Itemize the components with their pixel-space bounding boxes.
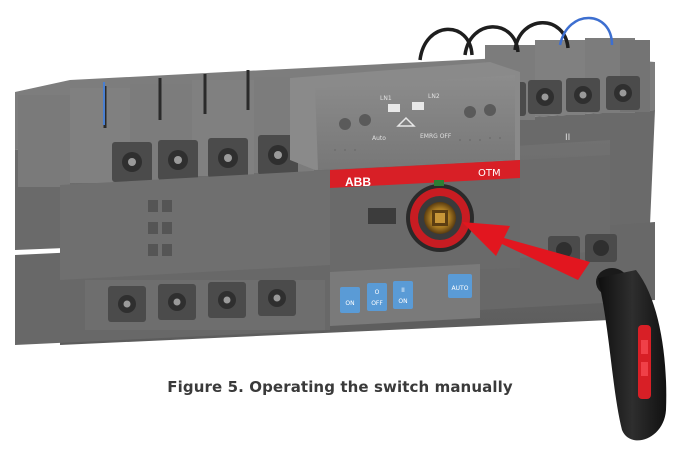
emrg-off-label: EMRG OFF <box>420 133 452 140</box>
otm-model-label: OTM <box>478 168 501 179</box>
terminal-marker-right: II <box>565 133 570 143</box>
off-button-label: OFF <box>371 300 383 307</box>
on-button-2-symbol: II <box>401 287 405 294</box>
auto-panel-label: Auto <box>372 135 386 142</box>
handle-slot <box>368 208 396 224</box>
rotary-handle-socket[interactable] <box>406 180 474 252</box>
bottom-terminals <box>85 234 617 330</box>
on-button-1-label: ON <box>345 300 354 307</box>
ln2-label: LN2 <box>428 93 440 100</box>
ln1-label: LN1 <box>380 95 392 102</box>
insert-direction-arrow <box>462 222 590 280</box>
off-button[interactable]: O OFF <box>367 283 387 311</box>
auto-button-label: AUTO <box>452 285 469 292</box>
position-indicator-icon <box>434 180 444 186</box>
left-front-panel <box>60 170 330 280</box>
off-button-symbol: O <box>375 289 380 296</box>
abb-logo: ABB <box>345 175 371 189</box>
on-button-2-label: ON <box>398 298 407 305</box>
right-front-panel <box>520 155 610 258</box>
auto-button[interactable]: AUTO <box>448 274 472 298</box>
on-button-1[interactable]: ON <box>340 287 360 313</box>
on-button-2[interactable]: II ON <box>393 281 413 309</box>
operating-handle[interactable] <box>596 268 667 441</box>
control-module: LN1 LN2 Auto EMRG OFF <box>290 62 520 170</box>
figure-caption: Figure 5. Operating the switch manually <box>167 378 513 396</box>
